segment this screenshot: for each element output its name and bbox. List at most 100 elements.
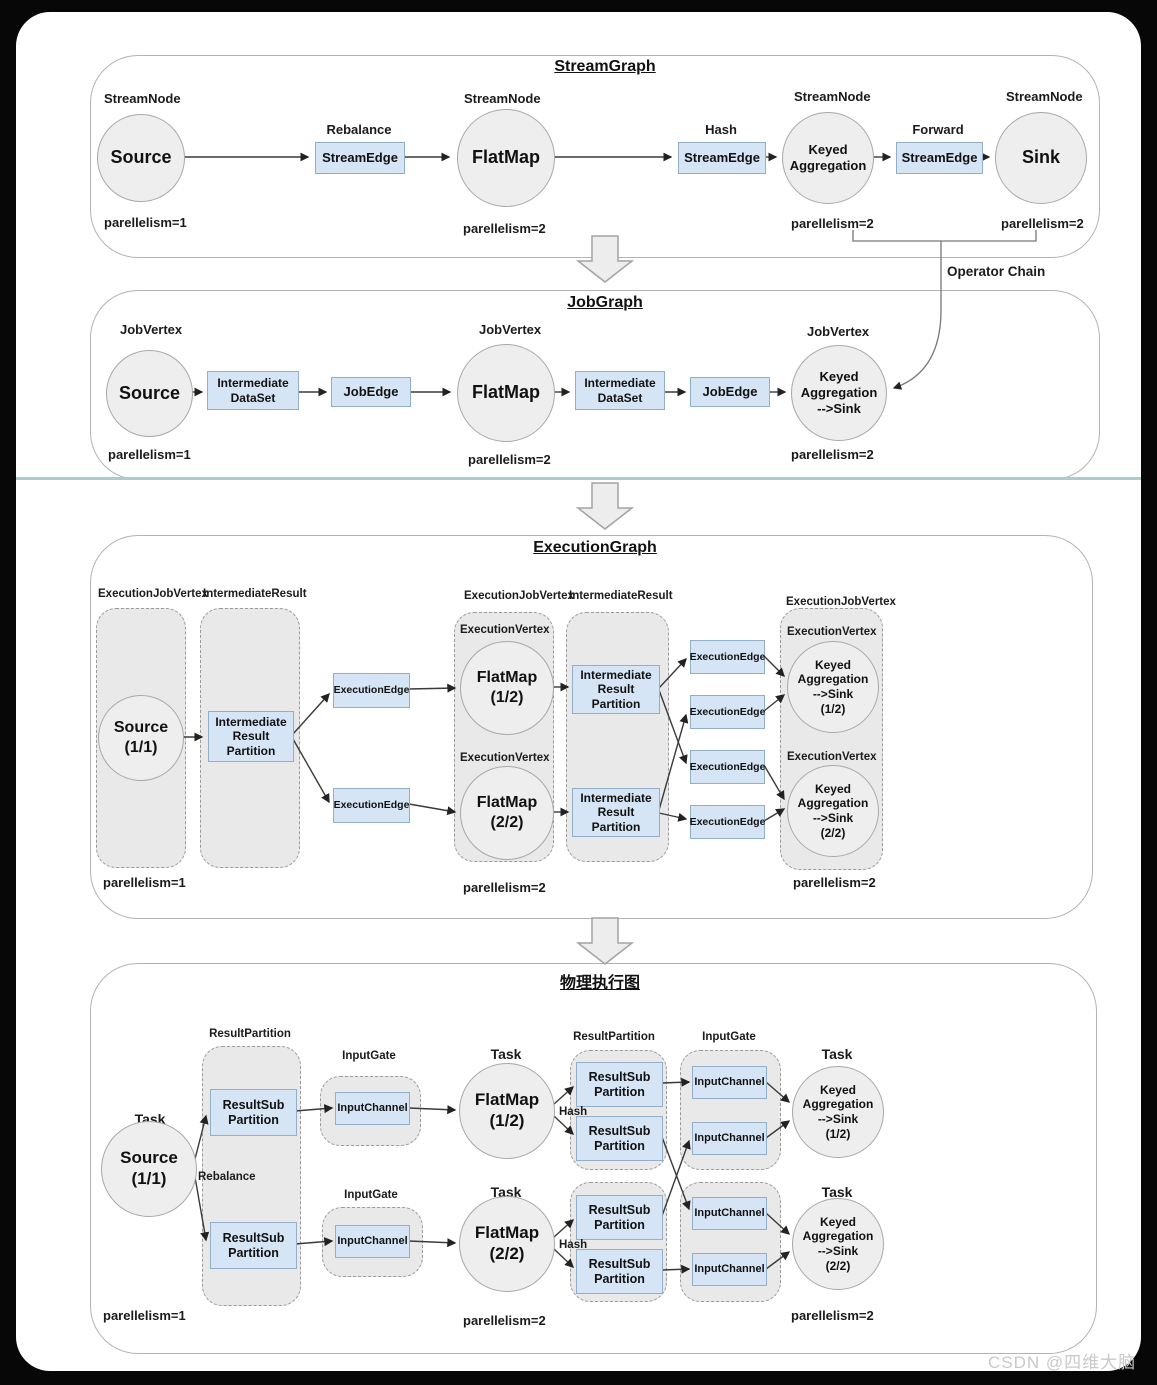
stream-sink-node: Sink	[995, 112, 1087, 204]
result-sub-partition-box: ResultSub Partition	[576, 1116, 663, 1161]
execution-source-vertex: Source (1/1)	[98, 695, 184, 781]
execution-edge-box: ExecutionEdge	[333, 673, 410, 708]
hash-edge-label: Hash	[559, 1106, 588, 1118]
input-gate-header: InputGate	[702, 1031, 756, 1043]
intermediate-dataset-box: Intermediate DataSet	[575, 371, 665, 410]
stream-edge-box: StreamEdge	[315, 142, 405, 174]
task-label: Task	[821, 1184, 853, 1200]
rebalance-partitioner-label: Rebalance	[326, 122, 392, 137]
execution-edge-box: ExecutionEdge	[690, 750, 765, 784]
stream-keyed-aggregation-node: Keyed Aggregation	[782, 112, 874, 204]
stream-edge-box: StreamEdge	[678, 142, 766, 174]
parallelism-label: parellelism=2	[791, 447, 874, 462]
execution-edge-box: ExecutionEdge	[690, 695, 765, 729]
intermediate-result-partition-box: Intermediate Result Partition	[572, 665, 660, 714]
intermediate-dataset-box: Intermediate DataSet	[207, 371, 299, 410]
task-flatmap-node-1: FlatMap (1/2)	[459, 1063, 555, 1159]
parallelism-label: parellelism=2	[463, 221, 546, 236]
job-source-node: Source	[106, 350, 193, 437]
operator-chain-label: Operator Chain	[947, 264, 1046, 279]
rebalance-edge-label: Rebalance	[198, 1171, 256, 1183]
streamnode-type-label: StreamNode	[1006, 89, 1083, 104]
physical-graph-panel	[90, 963, 1097, 1354]
execution-flatmap-vertex-1: FlatMap (1/2)	[460, 641, 554, 735]
task-keyed-agg-sink-node-1: Keyed Aggregation -->Sink (1/2)	[792, 1066, 884, 1158]
operator-chain-bracket	[852, 230, 1037, 390]
execution-job-vertex-header: ExecutionJobVertex	[464, 590, 574, 602]
result-partition-header: ResultPartition	[209, 1028, 291, 1040]
execution-keyed-agg-sink-vertex-2: Keyed Aggregation -->Sink (2/2)	[787, 765, 879, 857]
input-channel-box: InputChannel	[335, 1225, 410, 1258]
parallelism-label: parellelism=2	[463, 880, 546, 895]
task-source-node: Source (1/1)	[101, 1121, 197, 1217]
streamgraph-title: StreamGraph	[554, 58, 656, 75]
section-separator-line	[16, 477, 1141, 480]
intermediate-result-header: IntermediateResult	[569, 590, 673, 602]
stream-edge-box: StreamEdge	[896, 142, 983, 174]
parallelism-label: parellelism=2	[468, 452, 551, 467]
stream-source-node: Source	[97, 114, 185, 202]
parallelism-label: parellelism=1	[108, 447, 191, 462]
parallelism-label: parellelism=1	[104, 215, 187, 230]
job-edge-box: JobEdge	[690, 377, 770, 407]
csdn-watermark: CSDN @四维大脑	[988, 1353, 1137, 1372]
execution-vertex-label: ExecutionVertex	[460, 624, 550, 636]
task-keyed-agg-sink-node-2: Keyed Aggregation -->Sink (2/2)	[792, 1198, 884, 1290]
job-edge-box: JobEdge	[331, 377, 411, 407]
hash-edge-label: Hash	[559, 1239, 588, 1251]
parallelism-label: parellelism=2	[463, 1313, 546, 1328]
job-keyed-agg-sink-node: Keyed Aggregation -->Sink	[791, 345, 887, 441]
task-label: Task	[821, 1046, 853, 1062]
result-partition-header: ResultPartition	[573, 1031, 655, 1043]
execution-vertex-label: ExecutionVertex	[787, 626, 877, 638]
intermediate-result-partition-box: Intermediate Result Partition	[572, 788, 660, 837]
jobvertex-type-label: JobVertex	[479, 322, 542, 337]
jobvertex-type-label: JobVertex	[807, 324, 870, 339]
input-channel-box: InputChannel	[692, 1253, 767, 1286]
input-gate-header: InputGate	[342, 1050, 396, 1062]
result-sub-partition-box: ResultSub Partition	[576, 1195, 663, 1240]
execution-vertex-label: ExecutionVertex	[460, 752, 550, 764]
input-channel-box: InputChannel	[335, 1092, 410, 1125]
execution-vertex-label: ExecutionVertex	[787, 751, 877, 763]
result-sub-partition-box: ResultSub Partition	[576, 1249, 663, 1294]
execution-keyed-agg-sink-vertex-1: Keyed Aggregation -->Sink (1/2)	[787, 641, 879, 733]
input-channel-box: InputChannel	[692, 1122, 767, 1155]
stream-flatmap-node: FlatMap	[457, 109, 555, 207]
forward-partitioner-label: Forward	[912, 122, 964, 137]
streamnode-type-label: StreamNode	[104, 91, 181, 106]
execution-edge-box: ExecutionEdge	[690, 640, 765, 674]
jobvertex-type-label: JobVertex	[120, 322, 183, 337]
execution-job-vertex-header: ExecutionJobVertex	[786, 596, 896, 608]
intermediate-result-header: IntermediateResult	[203, 588, 307, 600]
executiongraph-title: ExecutionGraph	[533, 539, 657, 556]
streamnode-type-label: StreamNode	[464, 91, 541, 106]
input-channel-box: InputChannel	[692, 1197, 767, 1230]
execution-edge-box: ExecutionEdge	[333, 788, 410, 823]
execution-job-vertex-header: ExecutionJobVertex	[98, 588, 208, 600]
input-channel-box: InputChannel	[692, 1066, 767, 1099]
task-flatmap-node-2: FlatMap (2/2)	[459, 1196, 555, 1292]
intermediate-result-partition-box: Intermediate Result Partition	[208, 711, 294, 762]
physical-graph-title: 物理执行图	[559, 975, 641, 992]
result-sub-partition-box: ResultSub Partition	[576, 1062, 663, 1107]
execution-edge-box: ExecutionEdge	[690, 805, 765, 839]
parallelism-label: parellelism=1	[103, 1308, 186, 1323]
down-arrow-job-to-execution	[575, 482, 635, 530]
parallelism-label: parellelism=2	[791, 1308, 874, 1323]
parallelism-label: parellelism=2	[793, 875, 876, 890]
hash-partitioner-label: Hash	[705, 122, 737, 137]
result-sub-partition-box: ResultSub Partition	[210, 1089, 297, 1136]
parallelism-label: parellelism=2	[791, 216, 874, 231]
execution-flatmap-vertex-2: FlatMap (2/2)	[460, 766, 554, 860]
input-gate-header: InputGate	[344, 1189, 398, 1201]
down-arrow-execution-to-physical	[575, 917, 635, 965]
result-sub-partition-box: ResultSub Partition	[210, 1222, 297, 1269]
parallelism-label: parellelism=1	[103, 875, 186, 890]
streamnode-type-label: StreamNode	[794, 89, 871, 104]
parallelism-label: parellelism=2	[1001, 216, 1084, 231]
down-arrow-stream-to-job	[575, 235, 635, 283]
job-flatmap-node: FlatMap	[457, 344, 555, 442]
